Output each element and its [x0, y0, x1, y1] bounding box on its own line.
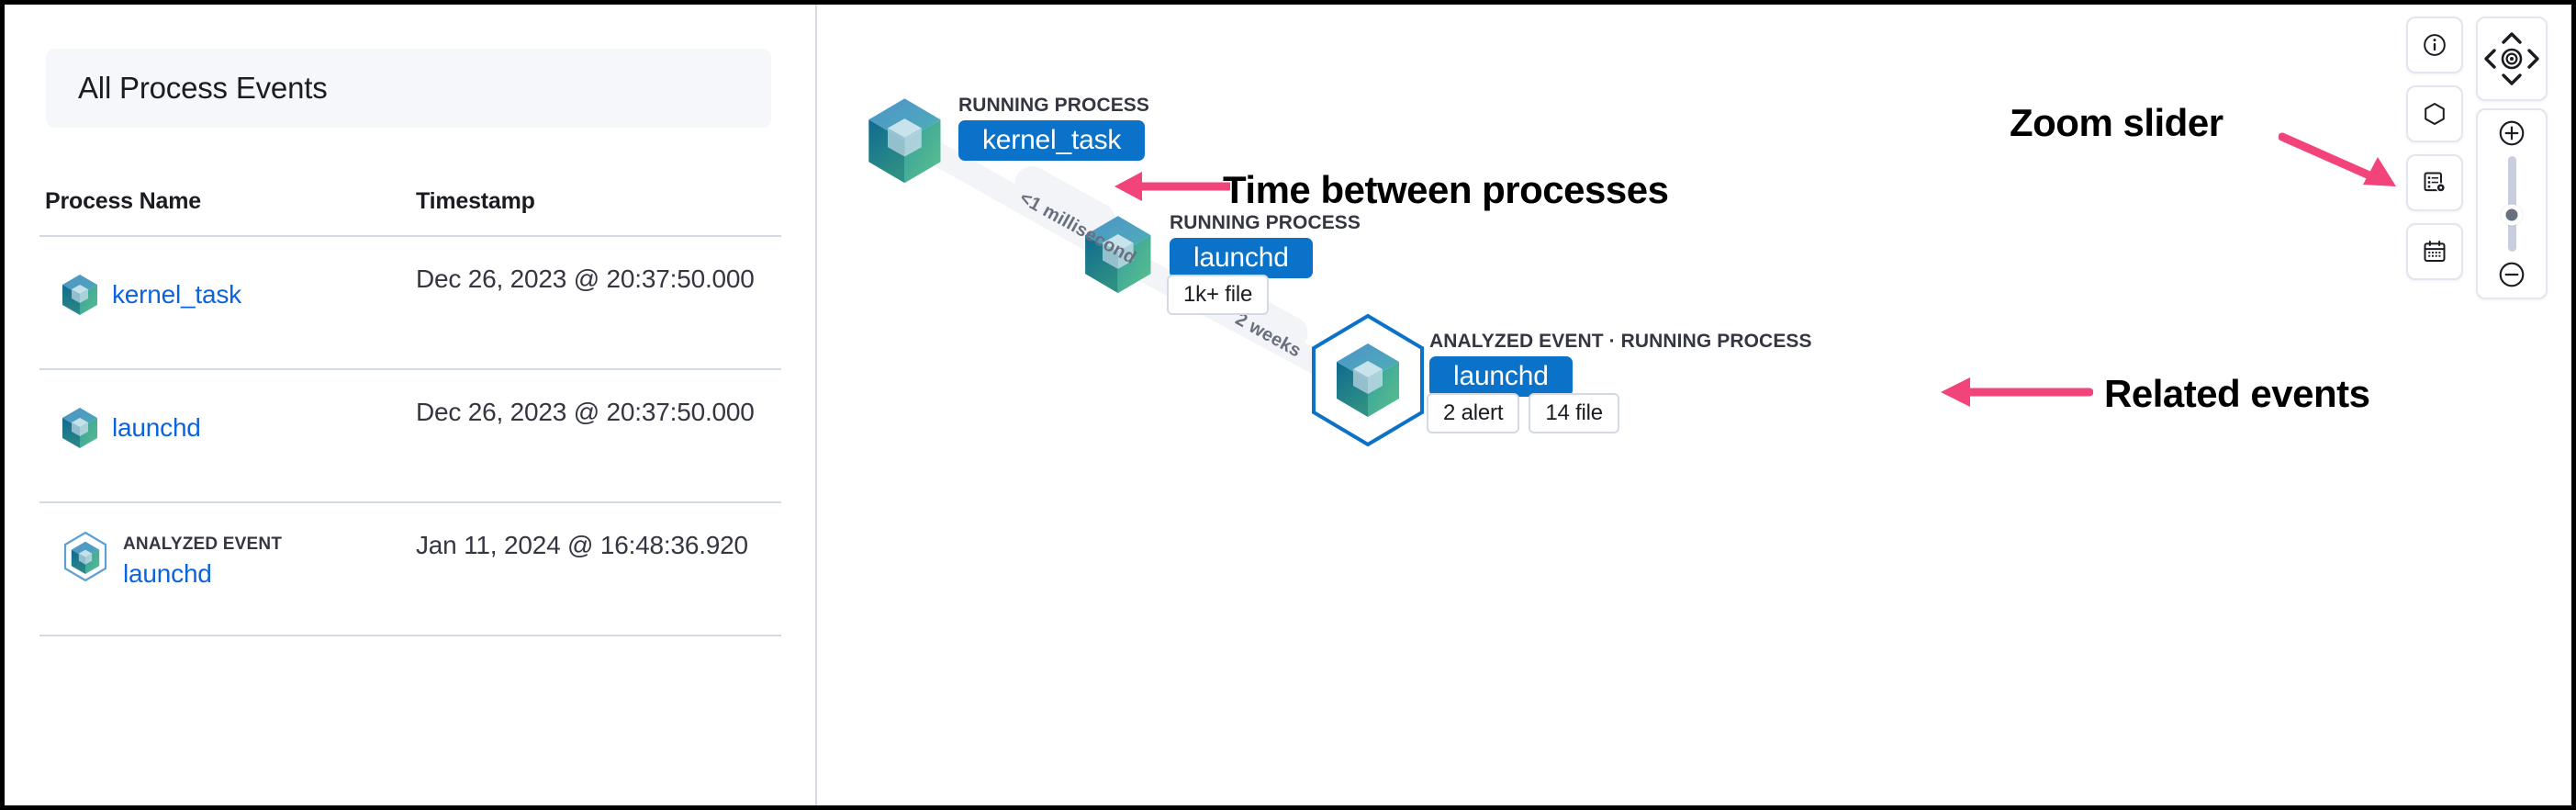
zoom-slider-cluster[interactable]: [2476, 108, 2548, 299]
process-graph-canvas[interactable]: <1 millisecond 2 weeks RUNNING PROCESS k…: [819, 5, 2571, 805]
zoom-in-button[interactable]: [2497, 118, 2526, 148]
node-name-pill[interactable]: launchd: [1429, 356, 1573, 397]
graph-node-kernel-task[interactable]: RUNNING PROCESS kernel_task: [958, 95, 1149, 161]
table-row[interactable]: launchd Dec 26, 2023 @ 20:37:50.000: [39, 370, 781, 503]
info-icon: [2424, 34, 2446, 56]
column-header-process-name[interactable]: Process Name: [45, 188, 201, 214]
process-name-with-tag: ANALYZED EVENT launchd: [123, 531, 282, 589]
calendar-icon: [2424, 241, 2446, 263]
badge-alert-count[interactable]: 2 alert: [1427, 393, 1520, 433]
cell-timestamp: Dec 26, 2023 @ 20:37:50.000: [416, 398, 755, 426]
chevron-right-icon: [2527, 49, 2539, 69]
annotation-arrow-related: [1941, 377, 2093, 407]
plus-circle-icon: [2499, 120, 2525, 146]
table-header-row: Process Name Timestamp: [39, 188, 781, 237]
process-events-table: Process Name Timestamp: [39, 188, 781, 636]
annotation-zoom-slider: Zoom slider: [2010, 101, 2223, 144]
column-header-timestamp[interactable]: Timestamp: [416, 188, 535, 214]
info-button[interactable]: [2406, 17, 2463, 73]
graph-node-launchd[interactable]: RUNNING PROCESS launchd: [1170, 212, 1361, 278]
pan-controls: [2484, 32, 2539, 85]
node-kind-label: RUNNING PROCESS: [958, 95, 1150, 116]
cell-timestamp: Dec 26, 2023 @ 20:37:50.000: [416, 264, 755, 293]
node-kind-label: ANALYZED EVENT · RUNNING PROCESS: [1429, 331, 1812, 352]
chevron-left-icon: [2484, 49, 2496, 69]
node-kind-label: RUNNING PROCESS: [1170, 212, 1361, 233]
analyzed-event-cube-icon: [62, 531, 109, 582]
cell-process-name: ANALYZED EVENT launchd: [39, 527, 416, 589]
zoom-slider-track[interactable]: [2501, 156, 2523, 252]
chevron-up-icon: [2502, 32, 2522, 44]
minus-circle-icon: [2499, 262, 2525, 287]
zoom-slider-handle[interactable]: [2501, 204, 2523, 226]
process-cube-icon: [62, 407, 98, 449]
graph-tool-buttons: [2406, 17, 2463, 280]
page-title: All Process Events: [78, 71, 328, 105]
table-row[interactable]: kernel_task Dec 26, 2023 @ 20:37:50.000: [39, 237, 781, 370]
panel-header: All Process Events: [46, 49, 771, 128]
process-name-link[interactable]: kernel_task: [112, 280, 241, 309]
process-name-link[interactable]: launchd: [123, 559, 212, 588]
annotation-time-between-processes: Time between processes: [1223, 168, 1669, 211]
zoom-out-button[interactable]: [2497, 260, 2526, 289]
pan-control-cluster[interactable]: [2476, 17, 2548, 101]
annotation-related-events: Related events: [2104, 372, 2370, 415]
node-badges: 1k+ file: [1167, 275, 1270, 315]
table-row[interactable]: ANALYZED EVENT launchd Jan 11, 2024 @ 16…: [39, 503, 781, 636]
list-settings-button[interactable]: [2406, 154, 2463, 211]
target-icon: [2501, 48, 2523, 70]
date-picker-button[interactable]: [2406, 223, 2463, 280]
annotation-arrow-time: [1114, 172, 1230, 201]
node-name-pill[interactable]: launchd: [1170, 238, 1313, 278]
process-name-link[interactable]: launchd: [112, 413, 201, 442]
badge-file-count[interactable]: 1k+ file: [1167, 275, 1270, 315]
node-shape-button[interactable]: [2406, 85, 2463, 142]
annotation-arrow-zoom: [2279, 132, 2396, 186]
hexagon-icon: [2425, 103, 2445, 125]
cell-process-name: kernel_task: [39, 261, 416, 316]
cell-timestamp: Jan 11, 2024 @ 16:48:36.920: [416, 531, 748, 559]
related-events-badges: 2 alert 14 file: [1427, 393, 1619, 433]
chevron-down-icon: [2502, 73, 2522, 85]
graph-node-analyzed-launchd[interactable]: ANALYZED EVENT · RUNNING PROCESS launchd: [1429, 331, 1812, 397]
analyzed-event-tag: ANALYZED EVENT: [123, 534, 283, 554]
node-name-pill[interactable]: kernel_task: [958, 120, 1146, 161]
cell-process-name: launchd: [39, 394, 416, 449]
list-settings-icon: [2424, 172, 2446, 193]
process-cube-icon: [62, 274, 98, 316]
all-process-events-panel: All Process Events Process Name Timestam…: [5, 5, 817, 805]
badge-file-count[interactable]: 14 file: [1529, 393, 1619, 433]
